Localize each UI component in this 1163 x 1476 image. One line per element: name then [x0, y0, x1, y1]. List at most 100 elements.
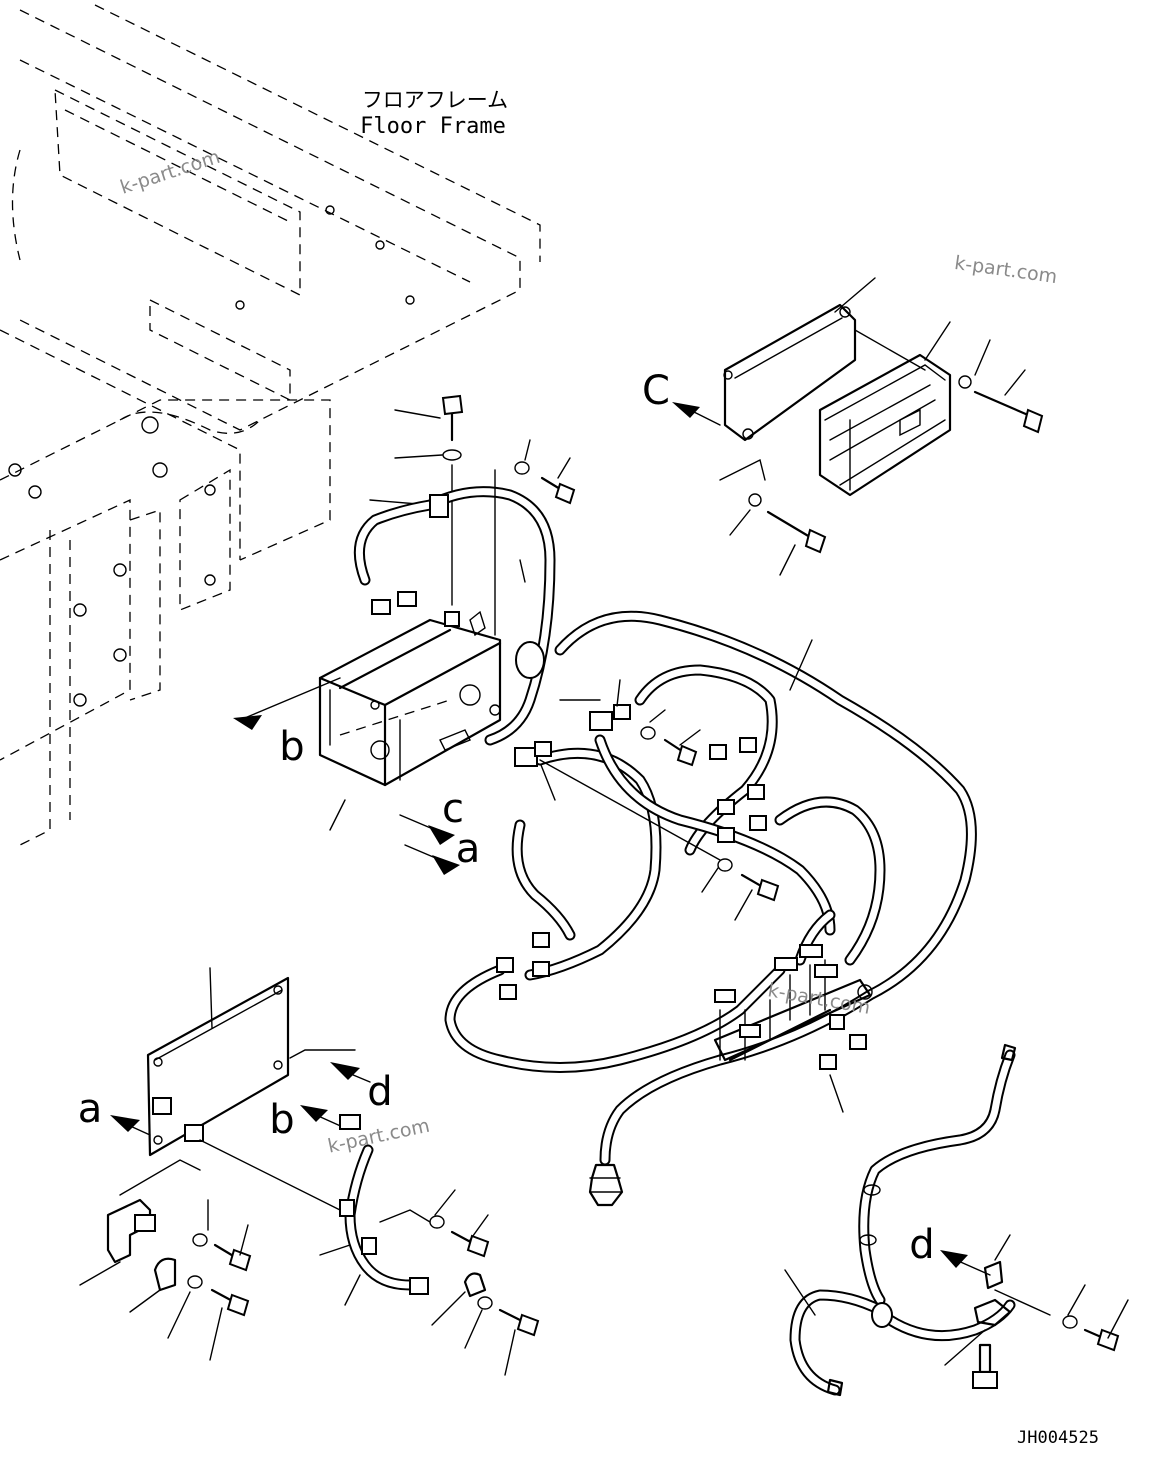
bolt-head — [226, 1293, 250, 1317]
terminal — [826, 1378, 844, 1397]
leader-line — [540, 764, 556, 801]
leader-line — [679, 729, 701, 746]
relay — [589, 711, 613, 731]
watermark: k-part.com — [953, 252, 1059, 288]
view-arrow-line — [399, 814, 441, 833]
controller-bracket — [723, 303, 857, 442]
tie — [863, 1184, 881, 1196]
connector — [739, 737, 757, 753]
view-label-a-left: a — [78, 1086, 103, 1132]
connector — [613, 704, 631, 720]
view-label-d-upper: d — [367, 1069, 392, 1115]
guide-line — [199, 1139, 351, 1216]
relay — [514, 747, 538, 767]
bolt — [973, 390, 1037, 420]
connector — [397, 591, 417, 607]
view-label-c-top: C — [642, 368, 670, 414]
connector — [849, 1034, 867, 1050]
leader-line — [519, 559, 526, 583]
leader-line — [1004, 369, 1026, 396]
leader-line — [469, 1214, 489, 1241]
view-arrow — [940, 1250, 968, 1268]
leader-line — [167, 1291, 191, 1339]
leader-line — [789, 639, 813, 691]
plug-ribs — [589, 1177, 623, 1193]
bolt-head — [228, 1248, 252, 1272]
leader-line — [1067, 1284, 1086, 1316]
view-arrow-line — [689, 409, 721, 426]
leader-line — [829, 1074, 844, 1113]
washer — [717, 858, 733, 872]
connector — [717, 827, 735, 843]
bolt-head — [1022, 408, 1044, 434]
junction-box — [318, 610, 502, 787]
bracket — [106, 1198, 152, 1264]
leader-line — [779, 544, 796, 576]
leader-line — [209, 967, 213, 1029]
bracket — [983, 1260, 1004, 1290]
connector — [749, 815, 767, 831]
sensor — [973, 1298, 1012, 1327]
connector — [717, 799, 735, 815]
clip — [339, 1199, 355, 1217]
plug — [588, 1163, 624, 1207]
leader-line — [994, 1234, 1011, 1261]
guide-line — [379, 1209, 431, 1223]
bolt-head — [516, 1313, 540, 1337]
connector — [499, 984, 517, 1000]
connector — [532, 932, 550, 948]
connector — [496, 957, 514, 973]
leader-line — [329, 799, 346, 831]
frame-title-en: Floor Frame — [360, 114, 506, 139]
leader-line — [79, 1261, 121, 1286]
bolt-head — [554, 482, 576, 505]
view-arrow — [300, 1105, 328, 1122]
connector — [371, 599, 391, 615]
view-label-b-lower: b — [269, 1097, 294, 1143]
view-arrow — [330, 1062, 360, 1080]
leader-line — [974, 339, 991, 376]
bolt — [978, 1343, 992, 1374]
connector — [152, 1097, 172, 1115]
drawing-id: JH004525 — [1017, 1428, 1099, 1448]
washer — [640, 726, 656, 740]
connector — [339, 1114, 361, 1130]
view-arrow-line — [345, 1071, 371, 1083]
washer — [477, 1296, 493, 1310]
view-label-a-box: a — [456, 826, 481, 872]
view-line — [239, 677, 341, 721]
guide-line — [539, 759, 721, 861]
floor-frame — [0, 4, 541, 846]
leader-line — [504, 1329, 516, 1376]
view-arrow-line — [404, 844, 446, 863]
washer — [429, 1215, 445, 1229]
view-arrow — [233, 715, 262, 730]
leader-line — [319, 1244, 351, 1256]
washer — [442, 449, 462, 461]
clamp — [463, 1272, 487, 1298]
washer — [1062, 1315, 1078, 1329]
washer — [192, 1233, 208, 1247]
sensor-cable — [858, 1049, 1016, 1306]
connector — [532, 961, 550, 977]
bolt-head — [441, 394, 464, 416]
leader-line — [944, 1329, 986, 1366]
view-arrow-line — [955, 1259, 991, 1276]
clamp — [153, 1257, 177, 1292]
leader-line — [344, 1274, 361, 1306]
grommet — [515, 641, 545, 679]
leader-line — [239, 1224, 249, 1256]
bolt-head — [804, 528, 827, 554]
view-label-c-box: c — [442, 786, 464, 832]
guide-line — [289, 1049, 356, 1059]
connector — [534, 741, 552, 757]
watermark: k-part.com — [118, 146, 223, 199]
washer — [187, 1275, 203, 1289]
leader-line — [434, 1189, 456, 1216]
leader-line — [734, 889, 753, 921]
leader-line — [209, 1307, 223, 1361]
leader-line — [431, 1291, 466, 1326]
bolt-head — [466, 1234, 490, 1258]
tie — [859, 1234, 877, 1246]
clip — [429, 494, 449, 518]
